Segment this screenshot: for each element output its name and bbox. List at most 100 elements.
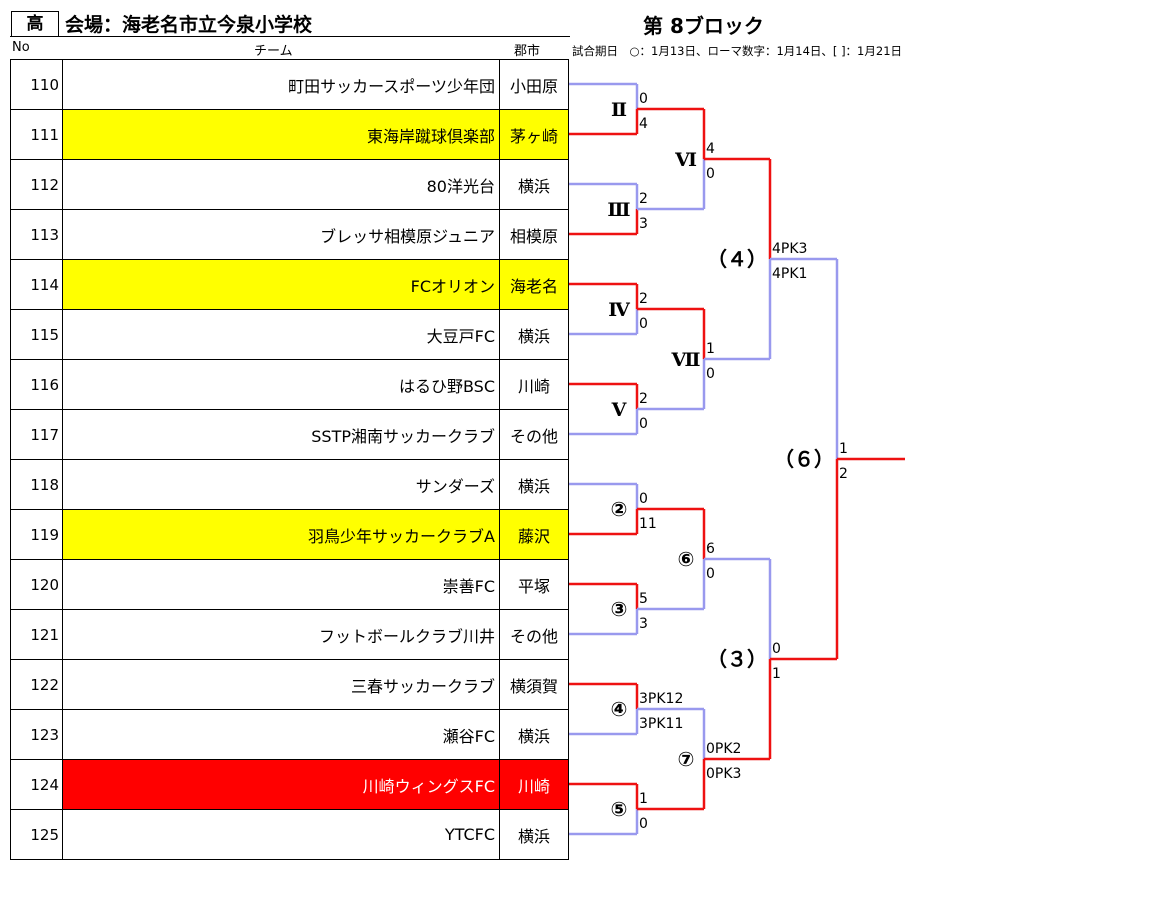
team-name: 町田サッカースポーツ少年団 (62, 59, 500, 110)
match-label: ⑦ (678, 747, 695, 771)
team-city: 横浜 (499, 709, 569, 760)
team-no: 125 (10, 809, 63, 860)
match-label: Ⅱ (611, 99, 627, 121)
team-city: 川崎 (499, 759, 569, 810)
match-score: 0PK3 (706, 766, 741, 782)
header-city: 郡市 (514, 44, 541, 59)
team-name: 羽鳥少年サッカークラブA (62, 509, 500, 560)
team-no: 122 (10, 659, 63, 710)
match-score: 6 (706, 541, 715, 557)
team-no: 124 (10, 759, 63, 810)
match-score: 0 (639, 491, 648, 507)
match-score: 0 (706, 166, 715, 182)
match-label: Ⅵ (674, 149, 697, 171)
venue-title: 会場：海老名市立今泉小学校 (65, 14, 313, 36)
match-score: 1 (772, 666, 781, 682)
team-city: 海老名 (499, 259, 569, 310)
team-no: 110 (10, 59, 63, 110)
team-name: 東海岸蹴球倶楽部 (62, 109, 500, 160)
match-label: Ⅲ (607, 199, 630, 221)
team-no: 114 (10, 259, 63, 310)
team-no: 112 (10, 159, 63, 210)
team-city: 茅ヶ崎 (499, 109, 569, 160)
team-name: 80洋光台 (62, 159, 500, 210)
team-name: SSTP湘南サッカークラブ (62, 409, 500, 460)
header-team: チーム (254, 44, 293, 59)
match-score: 0 (706, 566, 715, 582)
team-no: 113 (10, 209, 63, 260)
match-label: ⑥ (678, 547, 695, 571)
team-name: FCオリオン (62, 259, 500, 310)
team-name: 川崎ウィングスFC (62, 759, 500, 810)
team-name: 三春サッカークラブ (62, 659, 500, 710)
team-no: 121 (10, 609, 63, 660)
team-city: 横浜 (499, 809, 569, 860)
team-city: 藤沢 (499, 509, 569, 560)
team-name: YTCFC (62, 809, 500, 860)
team-city: 平塚 (499, 559, 569, 610)
team-no: 116 (10, 359, 63, 410)
match-score: 4 (639, 116, 648, 132)
team-name: ブレッサ相模原ジュニア (62, 209, 500, 260)
team-city: 川崎 (499, 359, 569, 410)
team-city: 横浜 (499, 309, 569, 360)
match-score: 1 (706, 341, 715, 357)
match-score: 2 (639, 191, 648, 207)
match-score: 3 (639, 216, 648, 232)
team-no: 119 (10, 509, 63, 560)
match-label: Ⅳ (608, 299, 630, 321)
match-label: Ⅶ (671, 349, 701, 371)
match-label: ③ (611, 597, 628, 621)
match-score: 0 (639, 316, 648, 332)
team-city: 横浜 (499, 159, 569, 210)
match-score: 4PK1 (772, 266, 807, 282)
match-label: （４） (707, 247, 767, 271)
team-city: その他 (499, 409, 569, 460)
match-label: ④ (611, 697, 628, 721)
team-name: フットボールクラブ川井 (62, 609, 500, 660)
match-score: 2 (639, 391, 648, 407)
match-score: 0 (772, 641, 781, 657)
match-score: 2 (639, 291, 648, 307)
match-score: 0PK2 (706, 741, 741, 757)
match-label: Ⅴ (611, 399, 628, 421)
match-score: 3PK12 (639, 691, 683, 707)
schedule-note: 試合期日 ○：1月13日、ローマ数字：1月14日、[ ]：1月21日 (572, 44, 903, 58)
team-no: 115 (10, 309, 63, 360)
match-score: 0 (706, 366, 715, 382)
team-no: 118 (10, 459, 63, 510)
header-divider (10, 36, 570, 37)
match-score: 1 (839, 441, 848, 457)
match-label: （６） (774, 447, 834, 471)
match-score: 2 (839, 466, 848, 482)
match-score: 0 (639, 416, 648, 432)
match-label: ⑤ (611, 797, 628, 821)
team-name: 崇善FC (62, 559, 500, 610)
match-score: 0 (639, 91, 648, 107)
team-city: 横浜 (499, 459, 569, 510)
match-label: （３） (707, 647, 767, 671)
match-score: 1 (639, 791, 648, 807)
team-city: その他 (499, 609, 569, 660)
team-city: 小田原 (499, 59, 569, 110)
match-score: 4PK3 (772, 241, 807, 257)
match-score: 11 (639, 516, 657, 532)
match-score: 0 (639, 816, 648, 832)
team-name: はるひ野BSC (62, 359, 500, 410)
match-score: 3 (639, 616, 648, 632)
